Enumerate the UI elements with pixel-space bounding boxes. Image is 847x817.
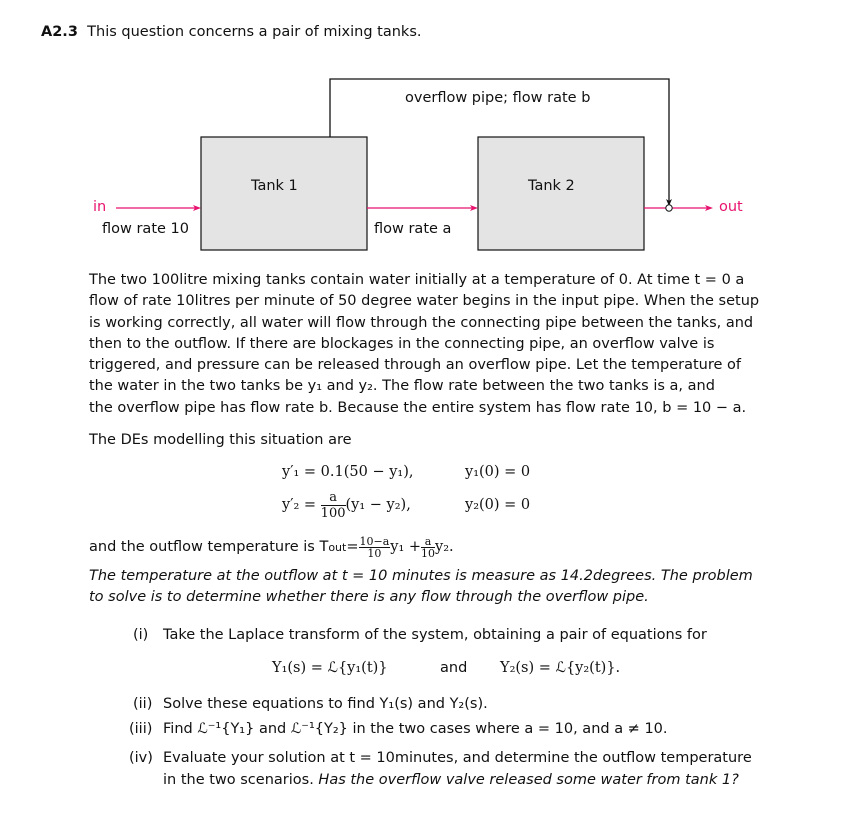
tank1-box <box>200 136 368 251</box>
outflow-fraction-2: a 10 <box>421 534 436 560</box>
part-iv-text-1: Evaluate your solution at t = 10minutes,… <box>163 750 752 766</box>
equation-2-fraction: a 100 <box>320 490 346 521</box>
equation-2: y′₂ = a 100 (y₁ − y₂), <box>282 487 411 523</box>
out-label: out <box>719 199 743 215</box>
statement-line: to solve is to determine whether there i… <box>89 589 649 606</box>
tank2-label: Tank 2 <box>528 178 575 194</box>
paragraph-line: the overflow pipe has flow rate b. Becau… <box>89 399 747 416</box>
question-intro: This question concerns a pair of mixing … <box>87 24 422 40</box>
part-i-equation-right: Y₂(s) = ℒ{y₂(t)}. <box>500 660 621 676</box>
part-iii-text: Find ℒ⁻¹{Y₁} and ℒ⁻¹{Y₂} in the two case… <box>163 721 668 737</box>
outflow-fraction-1: 10−a 10 <box>358 534 391 560</box>
problem-statement: The temperature at the outflow at t = 10… <box>89 566 753 609</box>
tank2-box <box>477 136 645 251</box>
part-i-and: and <box>440 660 468 676</box>
overflow-pipe <box>329 78 670 203</box>
part-i-text: Take the Laplace transform of the system… <box>163 627 707 643</box>
equation-1-initial-condition: y₁(0) = 0 <box>465 464 531 480</box>
question-heading: A2.3 This question concerns a pair of mi… <box>41 24 421 40</box>
paragraph-line: is working correctly, all water will flo… <box>89 314 754 331</box>
fraction-numerator: a <box>320 490 346 506</box>
part-ii-label: (ii) <box>133 696 153 712</box>
outflow-arrowhead <box>705 205 713 211</box>
flow-a-label: flow rate a <box>374 221 452 237</box>
outflow-subscript: out <box>328 540 347 554</box>
part-ii-text: Solve these equations to find Y₁(s) and … <box>163 696 488 712</box>
part-iv-text-2: in the two scenarios. Has the overflow v… <box>163 772 739 788</box>
equation-2-prefix: y′₂ = <box>282 497 317 513</box>
tank1-label: Tank 1 <box>251 178 298 194</box>
part-i-label: (i) <box>133 627 149 643</box>
equation-1: y′₁ = 0.1(50 − y₁), <box>282 464 414 480</box>
junction-node <box>665 204 673 212</box>
outflow-prefix: and the outflow temperature is T <box>89 539 329 555</box>
part-iii-label: (iii) <box>129 721 153 737</box>
paragraph-line: the water in the two tanks be y₁ and y₂.… <box>89 378 715 395</box>
part-iv-plain: in the two scenarios. <box>163 772 319 788</box>
inflow-arrowhead <box>193 205 201 211</box>
paragraph-line: then to the outflow. If there are blocka… <box>89 335 715 352</box>
part-iv-italic: Has the overflow valve released some wat… <box>318 772 739 788</box>
equation-2-rest: (y₁ − y₂), <box>345 497 411 513</box>
connecting-arrowhead <box>470 205 478 211</box>
outflow-middle: y₁ + <box>390 539 422 555</box>
fraction-denominator: 100 <box>320 505 346 521</box>
overflow-pipe-label: overflow pipe; flow rate b <box>405 90 591 106</box>
flow-in-label: flow rate 10 <box>102 221 189 237</box>
paragraph-line: The two 100litre mixing tanks contain wa… <box>89 272 745 288</box>
problem-paragraph: The two 100litre mixing tanks contain wa… <box>89 270 759 419</box>
outflow-end: y₂. <box>435 539 454 555</box>
statement-line: The temperature at the outflow at t = 10… <box>89 568 753 584</box>
equation-2-initial-condition: y₂(0) = 0 <box>465 497 531 513</box>
in-label: in <box>93 199 107 215</box>
part-iv-label: (iv) <box>129 750 153 766</box>
outflow-equals: = <box>346 539 359 555</box>
overflow-arrowhead <box>666 199 672 206</box>
paragraph-line: triggered, and pressure can be released … <box>89 357 742 374</box>
des-intro: The DEs modelling this situation are <box>89 432 352 448</box>
question-label: A2.3 <box>41 24 78 40</box>
mixing-tanks-diagram <box>116 78 713 251</box>
part-i-equation-left: Y₁(s) = ℒ{y₁(t)} <box>272 660 388 676</box>
paragraph-line: flow of rate 10litres per minute of 50 d… <box>89 293 760 310</box>
